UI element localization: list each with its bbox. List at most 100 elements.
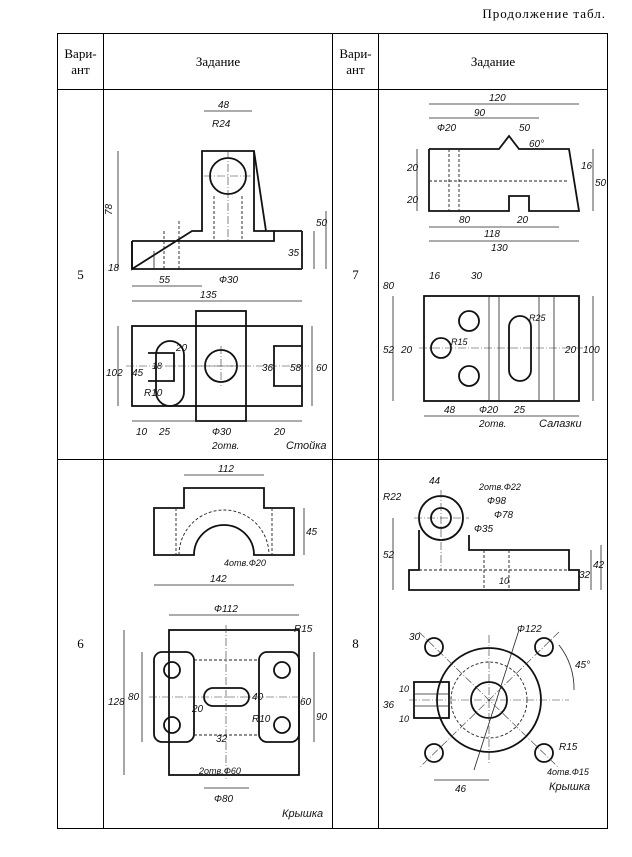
dim-phi98: Ф98 (487, 496, 507, 507)
front-view (416, 103, 594, 241)
dim-52: 52 (383, 550, 395, 561)
dim-142: 142 (210, 574, 227, 585)
dim-80: 80 (128, 692, 140, 703)
dim-phi80: Ф80 (214, 794, 234, 805)
dim-18: 18 (108, 263, 120, 274)
dim-r22: R22 (383, 492, 402, 503)
dim-135: 135 (200, 290, 217, 301)
top-view (392, 294, 594, 416)
header-task-right: Задание (378, 33, 608, 90)
dim-78: 78 (104, 203, 115, 215)
dim-r25: R25 (529, 313, 547, 323)
variant-number: 6 (57, 459, 104, 829)
front-view (117, 110, 327, 301)
top-view (409, 629, 575, 781)
technical-drawing-stoika: 48 R24 78 18 55 Ф30 135 35 50 (104, 100, 328, 452)
dim-80: 80 (459, 215, 471, 226)
dim-18b: 18 (152, 361, 162, 371)
dim-r10: R10 (144, 388, 163, 399)
dim-phi122: Ф122 (517, 624, 542, 635)
table-row: 5 (57, 89, 608, 460)
dim-10: 10 (499, 576, 509, 586)
note-holes-2: 2отв.Ф22 (478, 482, 521, 492)
front-view (153, 474, 305, 586)
top-view (123, 614, 315, 789)
dim-90: 90 (474, 108, 486, 119)
part-name-kryshka-6: Крышка (282, 808, 323, 820)
dim-58: 58 (290, 363, 302, 374)
dim-20a: 20 (406, 163, 419, 174)
note-holes: 2отв. (211, 441, 239, 452)
dim-10c: 10 (399, 714, 409, 724)
dim-r10: R10 (252, 714, 271, 725)
dim-50b: 50 (595, 178, 607, 189)
technical-drawing-salazki: 120 90 Ф20 50 60° 20 20 16 50 80 20 118 … (383, 93, 607, 430)
dim-60: 60 (316, 363, 328, 374)
dim-phi20: Ф20 (437, 123, 457, 134)
dim-20e: 20 (564, 345, 577, 356)
dim-20d: 20 (400, 345, 413, 356)
dim-40: 40 (252, 692, 264, 703)
dim-45: 45 (306, 527, 318, 538)
table-caption: Продолжение табл. (482, 6, 606, 21)
dim-45: 45 (132, 368, 144, 379)
dim-130: 130 (491, 243, 508, 254)
dim-r15: R15 (559, 742, 578, 753)
part-name-stoika: Стойка (286, 440, 327, 452)
dim-20b: 20 (406, 195, 419, 206)
dim-36: 36 (262, 363, 274, 374)
dim-44: 44 (429, 476, 441, 487)
dim-angle-45: 45° (575, 660, 590, 671)
dim-phi20b: Ф20 (479, 405, 499, 416)
note-holes-4: 4отв.Ф15 (547, 767, 590, 777)
dim-42: 42 (593, 560, 605, 571)
drawing-stoika: 48 R24 78 18 55 Ф30 135 35 50 (103, 89, 333, 460)
note-holes: 2отв. (478, 419, 506, 430)
dim-25: 25 (158, 427, 171, 438)
dim-80b: 80 (383, 281, 395, 292)
dim-20a: 20 (175, 343, 188, 354)
dim-r15: R15 (451, 337, 469, 347)
dim-100: 100 (583, 345, 600, 356)
dim-r24: R24 (212, 119, 231, 130)
dim-16: 16 (581, 161, 593, 172)
assignments-table: Вари- ант Задание Вари- ант Задание 5 (57, 33, 608, 829)
header-row: Вари- ант Задание Вари- ант Задание (57, 33, 608, 90)
header-task-left: Задание (103, 33, 333, 90)
top-view (117, 309, 313, 422)
dim-30: 30 (471, 271, 483, 282)
dim-20b: 20 (273, 427, 286, 438)
dim-55: 55 (159, 275, 171, 286)
dim-r15: R15 (294, 624, 313, 635)
variant-number: 5 (57, 89, 104, 460)
dim-phi78: Ф78 (494, 510, 514, 521)
drawing-kryshka-6: 112 45 4отв.Ф20 142 (103, 459, 333, 829)
dim-25: 25 (513, 405, 526, 416)
table-row: 6 112 45 4отв.Ф20 142 (57, 459, 608, 829)
dim-phi112: Ф112 (214, 604, 238, 615)
drawing-salazki: 120 90 Ф20 50 60° 20 20 16 50 80 20 118 … (378, 89, 608, 460)
note-holes-2: 2отв.Ф60 (198, 766, 241, 776)
dim-102: 102 (106, 368, 123, 379)
dim-phi30: Ф30 (219, 275, 239, 286)
dim-50: 50 (519, 123, 531, 134)
dim-phi30b: Ф30 (212, 427, 232, 438)
dim-52: 52 (383, 345, 395, 356)
dim-48: 48 (444, 405, 456, 416)
dim-32: 32 (579, 570, 591, 581)
dim-16b: 16 (429, 271, 441, 282)
dim-60: 60 (300, 697, 312, 708)
dim-10b: 10 (399, 684, 409, 694)
header-variant-left: Вари- ант (57, 33, 104, 90)
dim-48: 48 (218, 100, 230, 111)
dim-35: 35 (288, 248, 300, 259)
dim-112: 112 (218, 464, 234, 475)
dim-angle-60: 60° (529, 139, 544, 150)
drawing-kryshka-8: 44 2отв.Ф22 R22 Ф98 Ф78 Ф35 52 10 32 42 (378, 459, 608, 829)
dim-32: 32 (216, 734, 228, 745)
dim-30: 30 (409, 632, 421, 643)
note-holes-4: 4отв.Ф20 (224, 558, 266, 568)
part-name-salazki: Салазки (539, 418, 582, 430)
technical-drawing-kryshka-6: 112 45 4отв.Ф20 142 (108, 464, 328, 820)
dim-20c: 20 (516, 215, 529, 226)
